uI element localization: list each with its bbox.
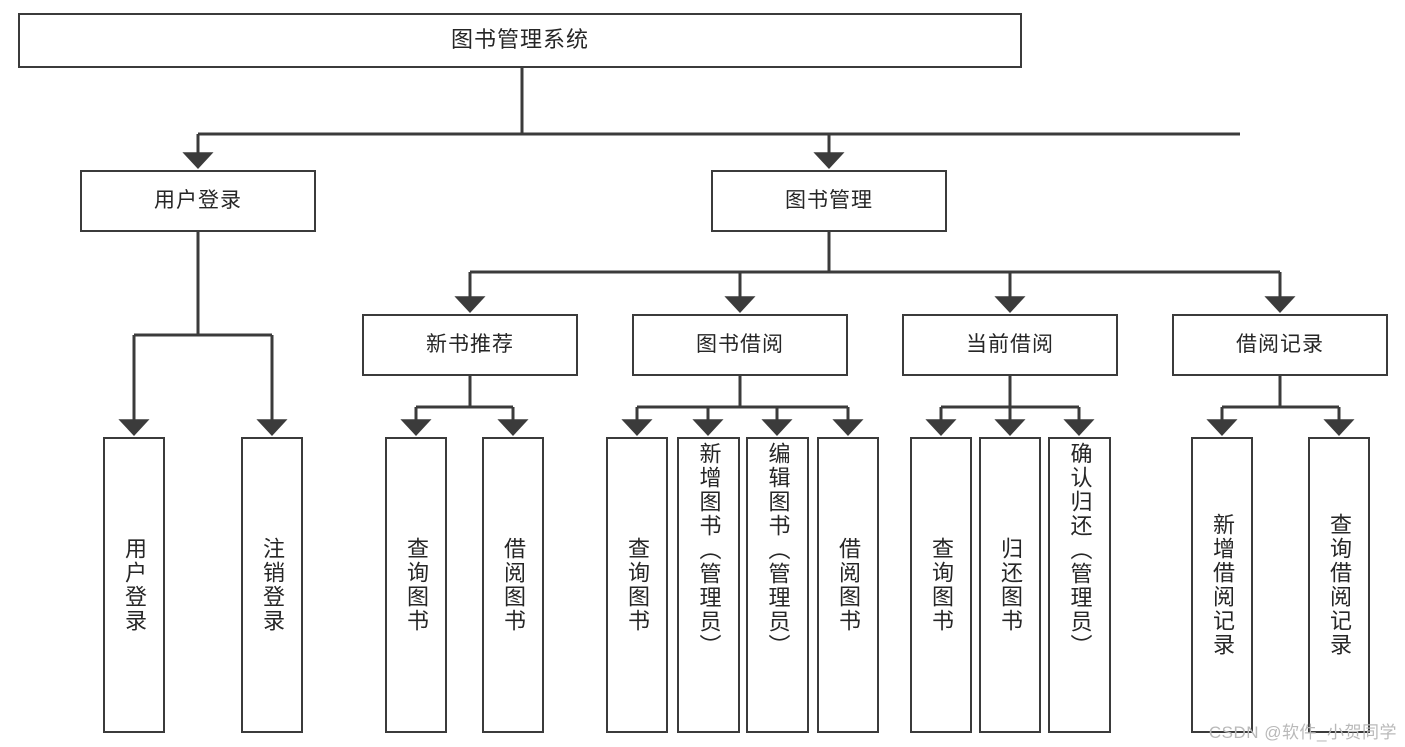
node-label: 查询图书 <box>403 537 429 633</box>
node-label: 新增图书（管理员） <box>696 442 722 658</box>
node-leaf-logout-login[interactable]: 注销登录 <box>241 437 303 733</box>
node-label: 编辑图书（管理员） <box>765 442 791 658</box>
node-label: 当前借阅 <box>966 333 1054 357</box>
csdn-watermark: CSDN @软件_小贺同学 <box>1208 723 1397 742</box>
node-leaf-edit-book-admin[interactable]: 编辑图书（管理员） <box>746 437 809 733</box>
node-label: 借阅图书 <box>500 537 526 633</box>
node-label: 新书推荐 <box>426 333 514 357</box>
node-borrowing-record[interactable]: 借阅记录 <box>1172 314 1388 376</box>
node-leaf-user-login[interactable]: 用户登录 <box>103 437 165 733</box>
node-label: 注销登录 <box>259 537 285 633</box>
node-leaf-borrow-book-borrow[interactable]: 借阅图书 <box>817 437 879 733</box>
node-leaf-confirm-return-admin[interactable]: 确认归还（管理员） <box>1048 437 1111 733</box>
node-leaf-query-borrow-record[interactable]: 查询借阅记录 <box>1308 437 1370 733</box>
node-leaf-query-book-current[interactable]: 查询图书 <box>910 437 972 733</box>
node-book-management[interactable]: 图书管理 <box>711 170 947 232</box>
node-leaf-add-borrow-record[interactable]: 新增借阅记录 <box>1191 437 1253 733</box>
node-label: 图书借阅 <box>696 333 784 357</box>
node-leaf-borrow-book-newbook[interactable]: 借阅图书 <box>482 437 544 733</box>
node-user-login[interactable]: 用户登录 <box>80 170 316 232</box>
node-new-book-recommendation[interactable]: 新书推荐 <box>362 314 578 376</box>
node-label: 用户登录 <box>154 189 242 213</box>
node-current-borrowing[interactable]: 当前借阅 <box>902 314 1118 376</box>
node-leaf-query-book-borrow[interactable]: 查询图书 <box>606 437 668 733</box>
node-label: 图书管理系统 <box>450 27 589 53</box>
node-label: 新增借阅记录 <box>1209 513 1235 657</box>
node-label: 借阅记录 <box>1236 333 1324 357</box>
node-root-book-management-system[interactable]: 图书管理系统 <box>18 13 1022 68</box>
node-leaf-add-book-admin[interactable]: 新增图书（管理员） <box>677 437 740 733</box>
node-label: 查询借阅记录 <box>1326 513 1352 657</box>
node-label: 图书管理 <box>785 189 873 213</box>
node-leaf-return-book[interactable]: 归还图书 <box>979 437 1041 733</box>
node-label: 用户登录 <box>121 537 147 633</box>
node-leaf-query-book-newbook[interactable]: 查询图书 <box>385 437 447 733</box>
node-label: 查询图书 <box>624 537 650 633</box>
node-label: 确认归还（管理员） <box>1067 442 1093 658</box>
node-book-borrowing[interactable]: 图书借阅 <box>632 314 848 376</box>
node-label: 查询图书 <box>928 537 954 633</box>
node-label: 借阅图书 <box>835 537 861 633</box>
node-label: 归还图书 <box>997 537 1023 633</box>
